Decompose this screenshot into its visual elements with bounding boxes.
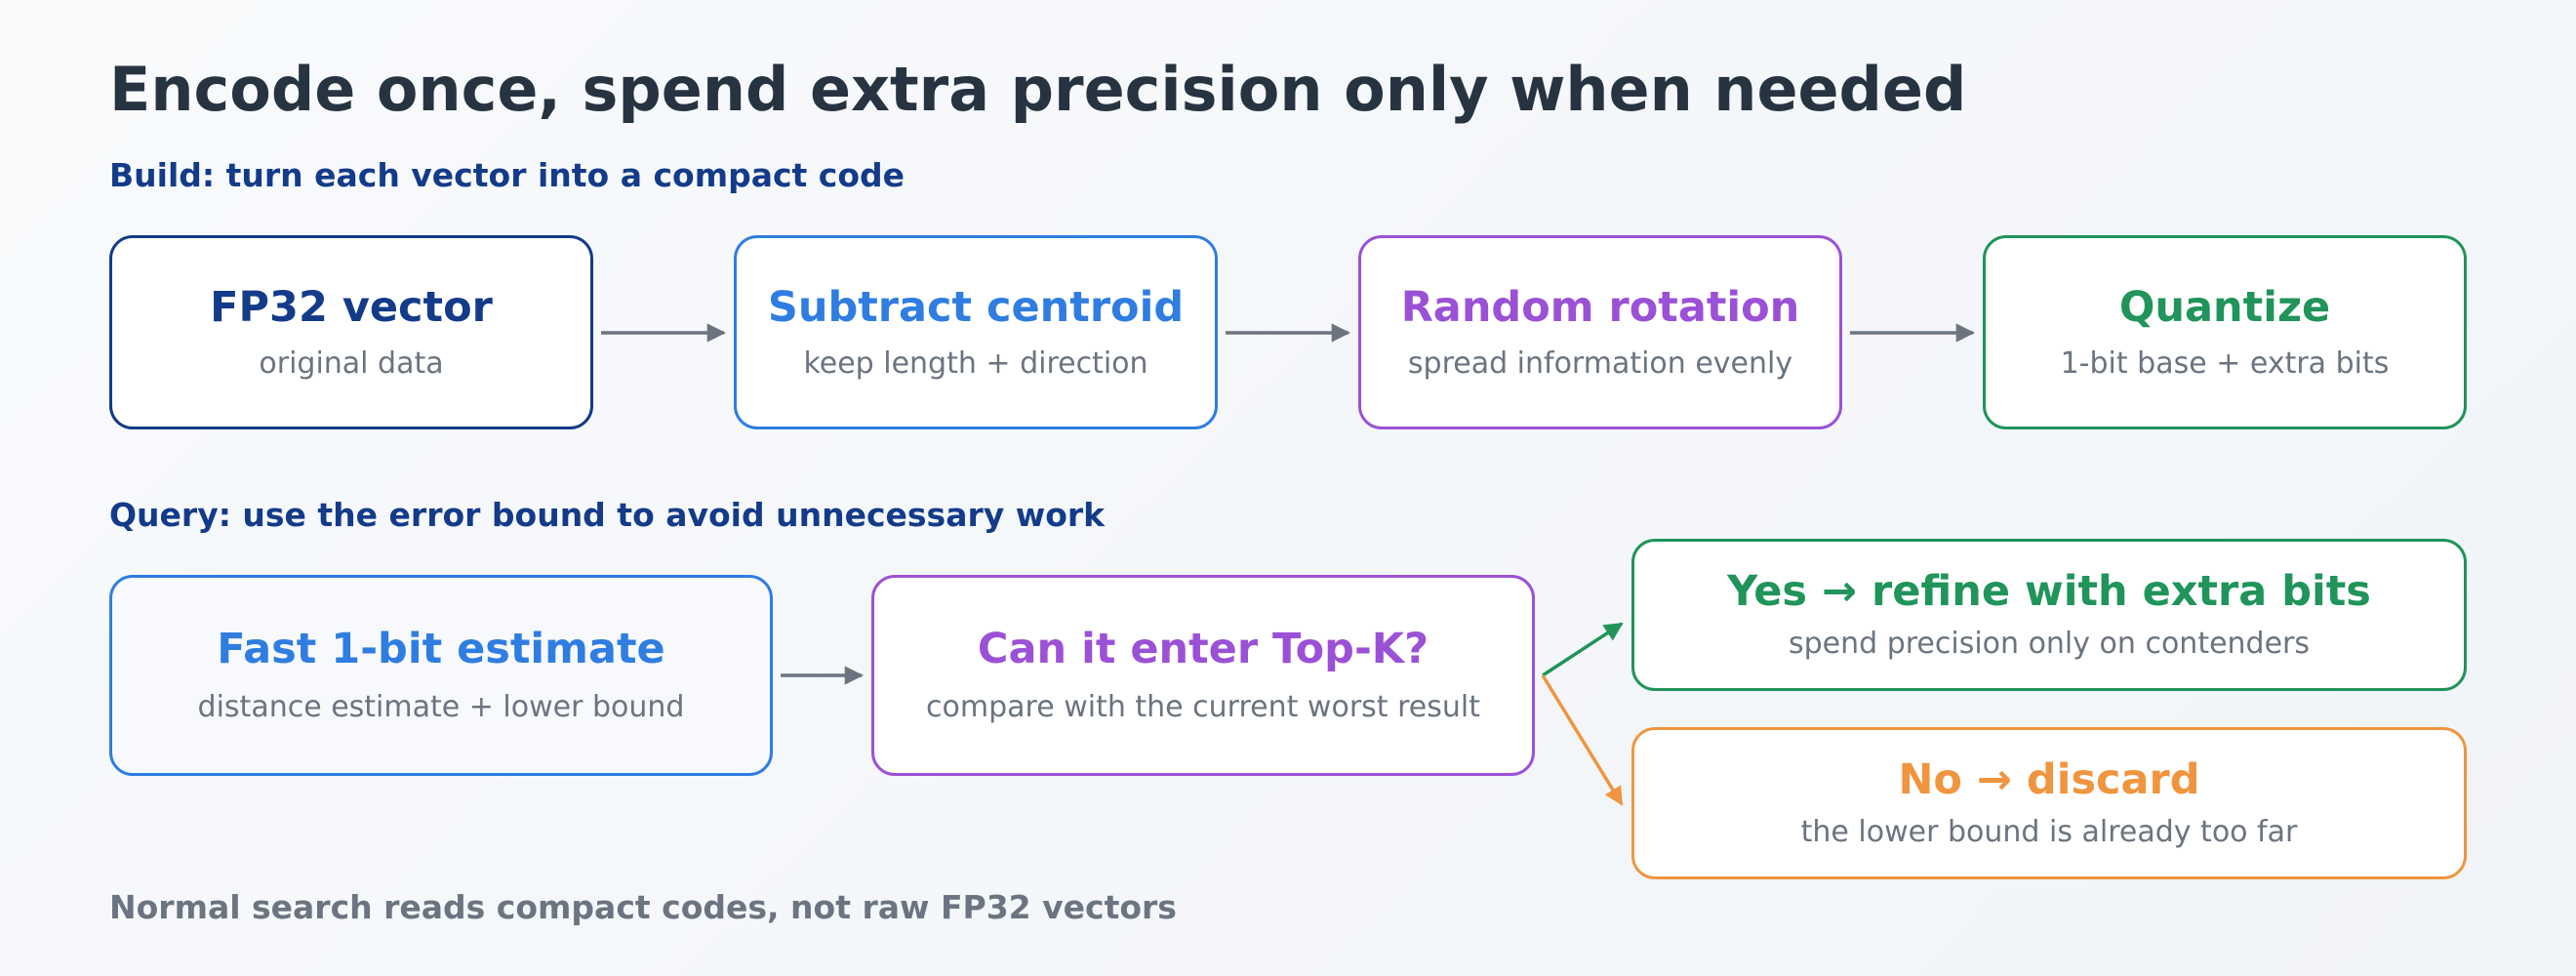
build-step-subtitle: original data — [259, 346, 444, 381]
query-step-title: Fast 1-bit estimate — [217, 625, 665, 674]
build-section-label: Build: turn each vector into a compact c… — [109, 156, 906, 194]
build-step-subtitle: spread information evenly — [1407, 346, 1793, 381]
query-section-label: Query: use the error bound to avoid unne… — [109, 496, 1106, 534]
build-step-fp32-vector: FP32 vector original data — [109, 235, 593, 429]
build-step-title: FP32 vector — [210, 282, 493, 332]
outcome-yes-refine: Yes → refine with extra bits spend preci… — [1631, 539, 2467, 691]
build-step-random-rotation: Random rotation spread information evenl… — [1358, 235, 1842, 429]
footer-note: Normal search reads compact codes, not r… — [109, 888, 1177, 926]
build-step-title: Quantize — [2118, 282, 2331, 332]
arrow-decision-to-no — [1541, 674, 1624, 806]
outcome-subtitle: spend precision only on contenders — [1788, 627, 2311, 662]
query-step-title: Can it enter Top-K? — [977, 625, 1429, 674]
query-step-subtitle: distance estimate + lower bound — [197, 690, 685, 725]
diagram-title: Encode once, spend extra precision only … — [109, 54, 1967, 125]
query-step-fast-estimate: Fast 1-bit estimate distance estimate + … — [109, 575, 773, 776]
build-step-title: Subtract centroid — [767, 282, 1185, 332]
query-step-topk-decision: Can it enter Top-K? compare with the cur… — [871, 575, 1535, 776]
build-step-subtitle: 1-bit base + extra bits — [2060, 346, 2390, 381]
build-step-quantize: Quantize 1-bit base + extra bits — [1983, 235, 2467, 429]
build-step-subtitle: keep length + direction — [803, 346, 1148, 381]
outcome-no-discard: No → discard the lower bound is already … — [1631, 727, 2467, 879]
arrow-decision-to-yes — [1542, 622, 1624, 677]
build-step-subtract-centroid: Subtract centroid keep length + directio… — [734, 235, 1218, 429]
outcome-subtitle: the lower bound is already too far — [1800, 815, 2298, 850]
query-step-subtitle: compare with the current worst result — [926, 690, 1480, 725]
outcome-title: No → discard — [1898, 755, 2200, 805]
outcome-title: Yes → refine with extra bits — [1727, 567, 2371, 617]
build-step-title: Random rotation — [1400, 282, 1800, 332]
